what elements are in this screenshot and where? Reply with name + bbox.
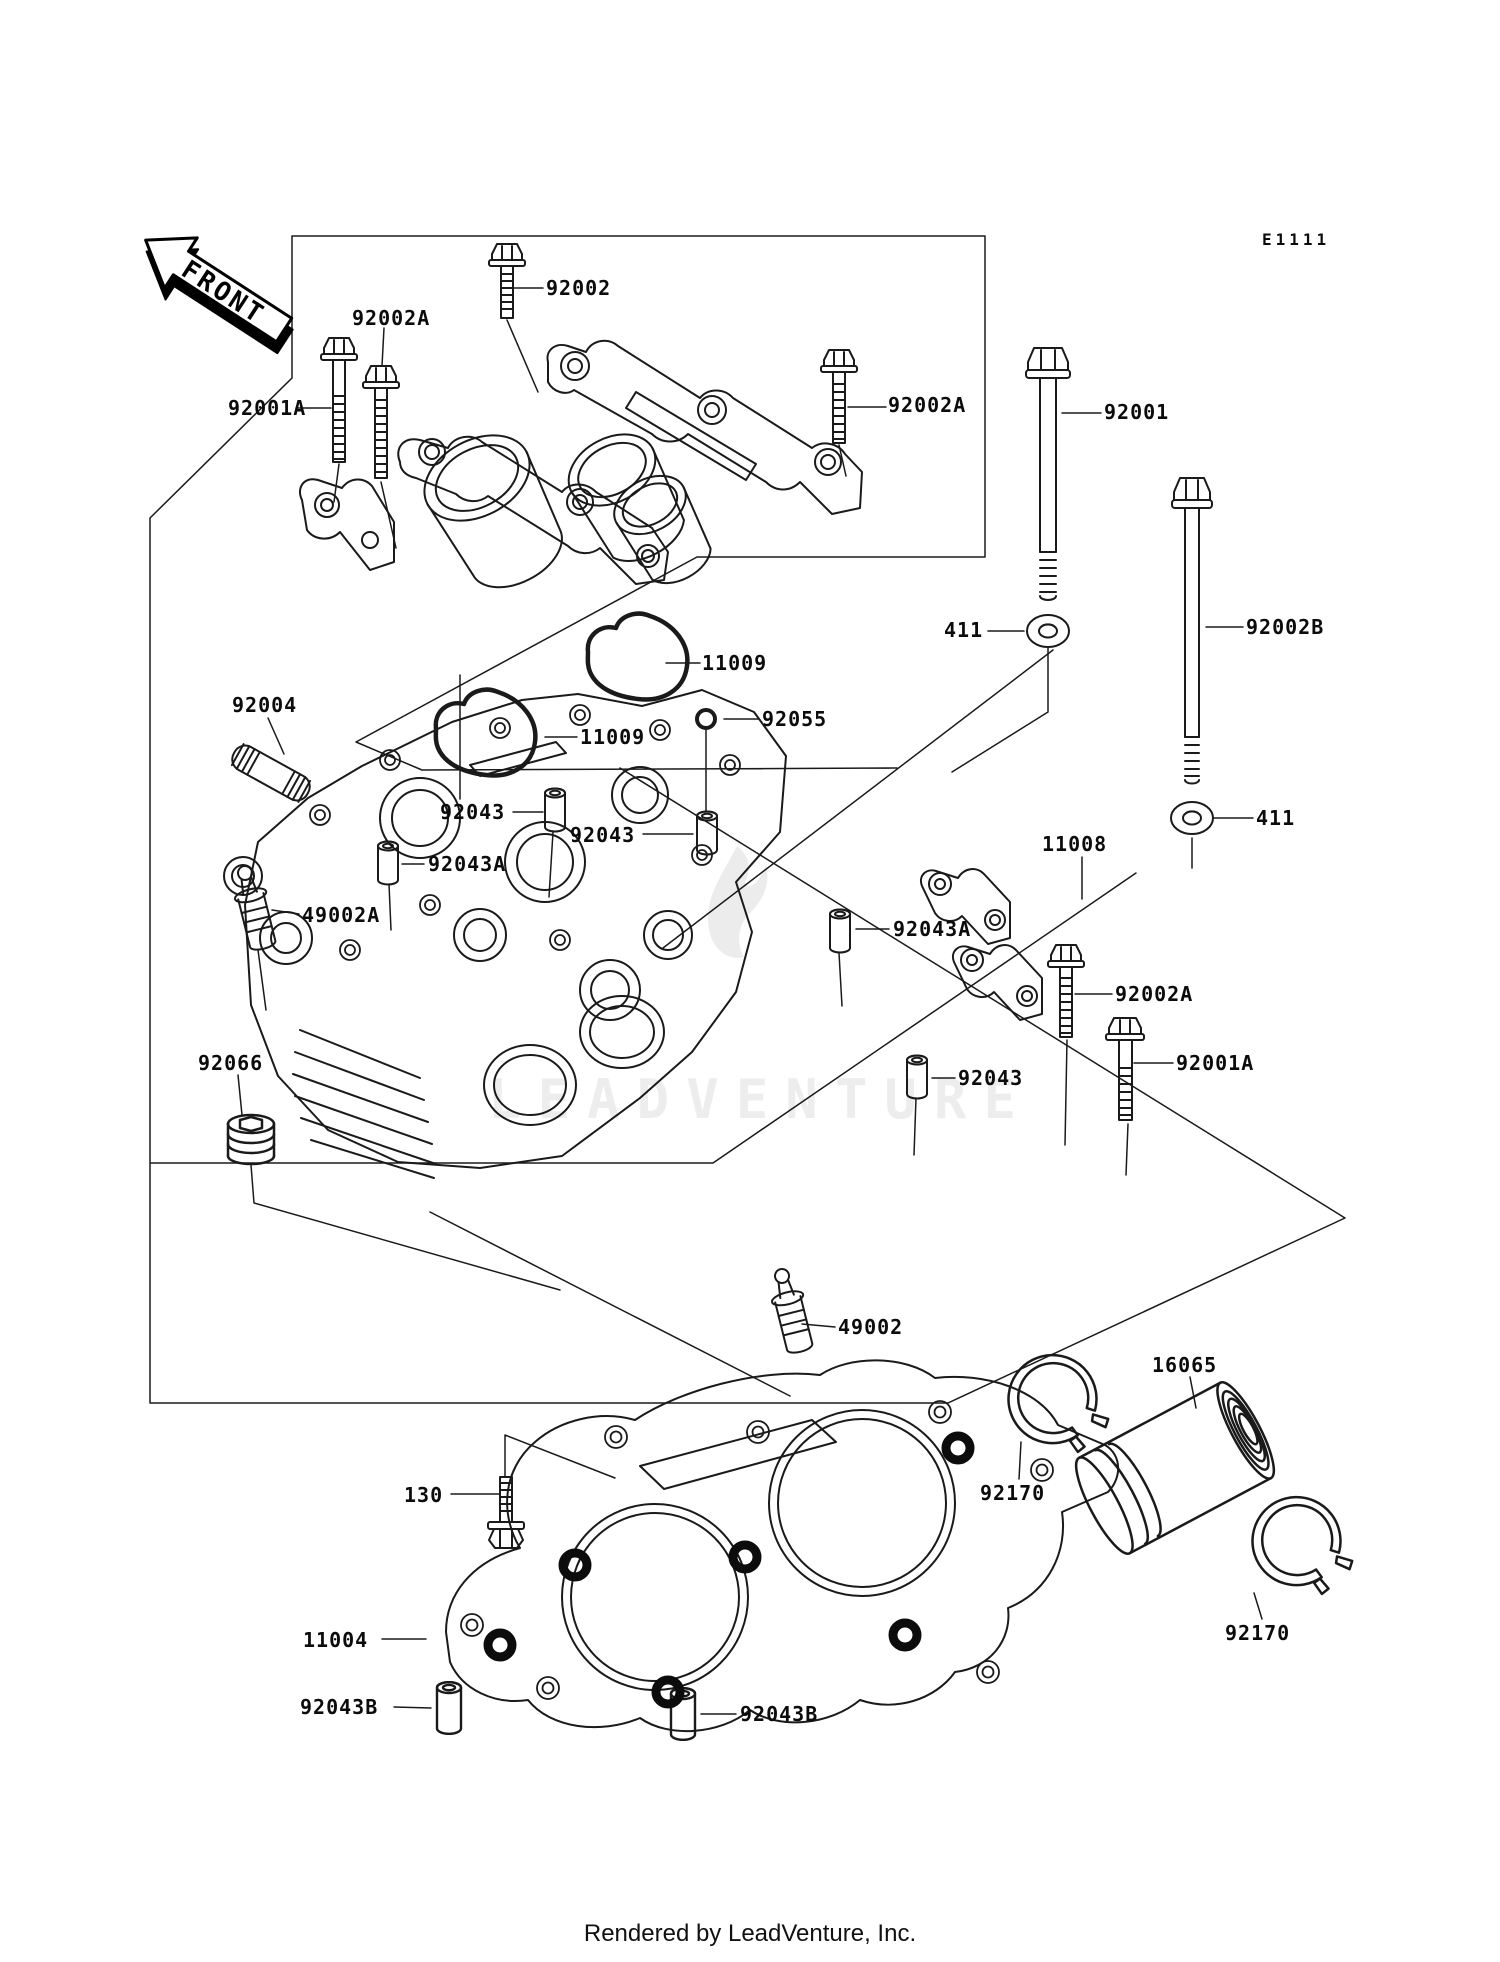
rocker-bracket-rear-drawing [546, 339, 863, 515]
bolt-92002-drawing [488, 243, 526, 319]
clamp-92170-2-drawing [1251, 1495, 1354, 1596]
stud-92004-drawing [230, 743, 312, 803]
part-label-92043-2: 92043 [570, 823, 636, 847]
part-label-92043-1: 92043 [440, 800, 506, 824]
part-label-411-2: 411 [1256, 806, 1296, 830]
part-label-130: 130 [404, 1483, 444, 1507]
part-label-92002a-1: 92002A [352, 306, 431, 330]
oring-92055-drawing [695, 708, 717, 730]
washer-411-2-drawing [1170, 801, 1214, 835]
part-label-92043-3: 92043 [958, 1066, 1024, 1090]
construction-lines [149, 235, 1346, 1404]
bolt-130-drawing [487, 1476, 525, 1549]
part-label-16065: 16065 [1152, 1353, 1218, 1377]
part-label-49002: 49002 [838, 1315, 904, 1339]
part-label-92043a-2: 92043A [893, 917, 972, 941]
footer-credit: Rendered by LeadVenture, Inc. [583, 1920, 917, 1947]
part-label-92002b: 92002B [1246, 615, 1325, 639]
holder-16065-drawing [1074, 1381, 1276, 1555]
dowel-92043a-2-drawing [829, 908, 851, 954]
front-arrow: FRONT [144, 236, 294, 355]
part-label-92002a-2: 92002A [888, 393, 967, 417]
bolt-92002a-2-drawing [820, 349, 858, 444]
bolt-92002b-drawing [1171, 477, 1213, 785]
bolt-92002a-3-drawing [1047, 944, 1085, 1038]
right-rocker-brackets-drawing [920, 868, 1043, 1021]
part-label-92066: 92066 [198, 1051, 264, 1075]
part-label-92001a-2: 92001A [1176, 1051, 1255, 1075]
part-label-92043b-1: 92043B [300, 1695, 379, 1719]
cylinder-head-drawing [223, 689, 787, 1179]
tappet-cup-drawing [423, 433, 712, 589]
part-label-92055: 92055 [762, 707, 828, 731]
part-label-92043b-2: 92043B [740, 1702, 819, 1726]
adjuster-49002-drawing [763, 1264, 818, 1357]
part-label-411-1: 411 [944, 618, 984, 642]
part-label-92002a-3: 92002A [1115, 982, 1194, 1006]
bolt-92001a-2-drawing [1105, 1017, 1145, 1121]
bolt-92001-drawing [1025, 347, 1071, 601]
part-label-92002: 92002 [546, 276, 612, 300]
bolt-92001a-1-drawing [320, 337, 358, 463]
rocker-bracket-front-drawing [397, 435, 669, 585]
bolt-92002a-1-drawing [362, 365, 400, 479]
part-label-92001: 92001 [1104, 400, 1170, 424]
part-label-11008: 11008 [1042, 832, 1108, 856]
clamp-92170-1-drawing [1007, 1353, 1110, 1454]
gasket-11009-1-drawing [588, 614, 688, 700]
part-label-92001a-1: 92001A [228, 396, 307, 420]
dowel-92043b-1-drawing [435, 1680, 463, 1736]
washer-411-1-drawing [1026, 614, 1070, 648]
gasket-11004-drawing [445, 1359, 1120, 1733]
part-label-11004: 11004 [303, 1628, 369, 1652]
gasket-11009-2-drawing [436, 690, 536, 776]
part-label-92170-2: 92170 [1225, 1621, 1291, 1645]
part-label-49002a: 49002A [302, 903, 381, 927]
part-label-92170-1: 92170 [980, 1481, 1046, 1505]
part-label-92043a-1: 92043A [428, 852, 507, 876]
diagram-code: E1111 [1262, 230, 1331, 249]
plug-92066-drawing [226, 1113, 276, 1166]
part-label-11009-1: 11009 [702, 651, 768, 675]
leader-lines [237, 287, 1263, 1715]
part-label-92004: 92004 [232, 693, 298, 717]
part-label-11009-2: 11009 [580, 725, 646, 749]
rocker-bracket-piece-drawing [299, 478, 395, 571]
